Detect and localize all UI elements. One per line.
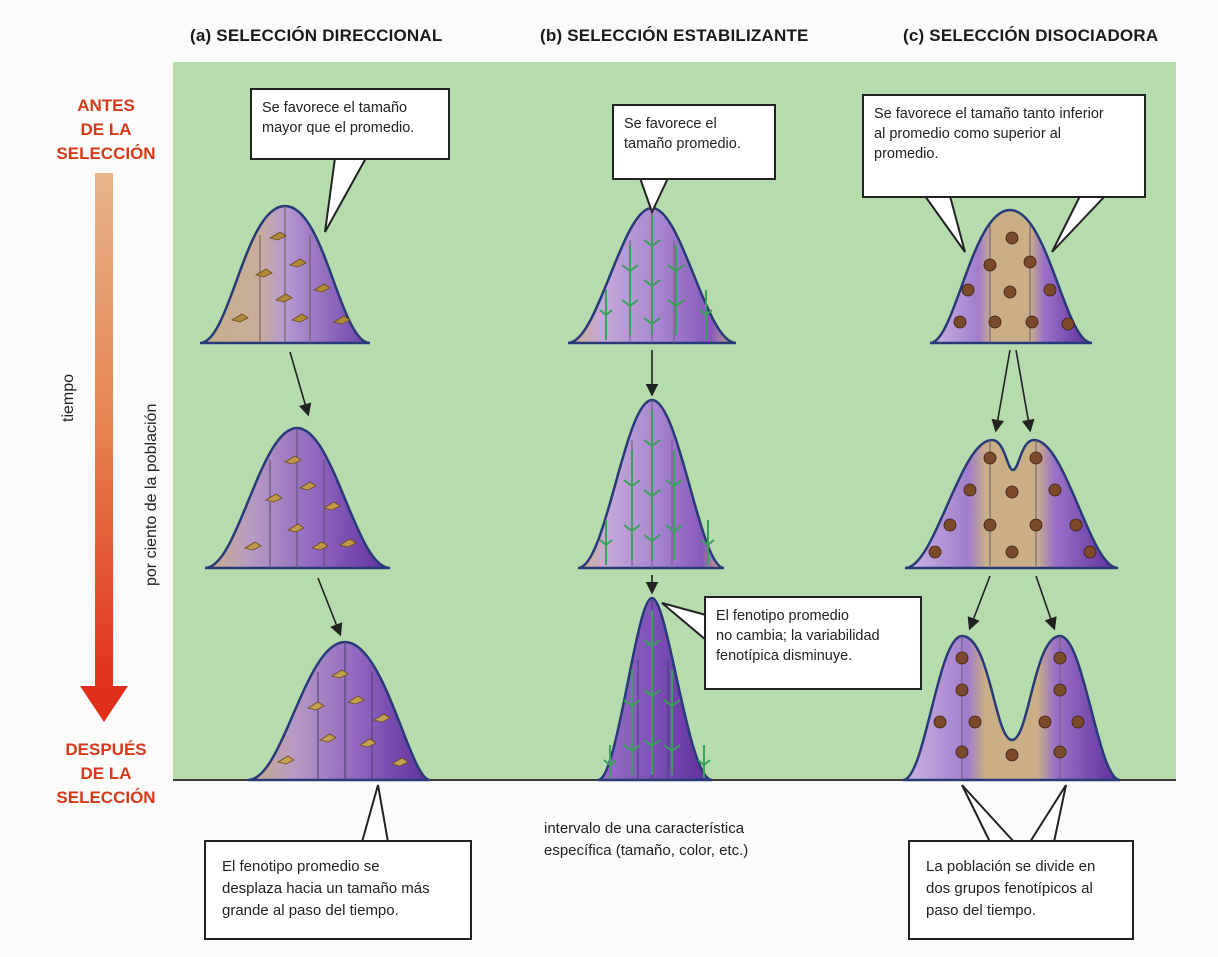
arrow-a2-a3 <box>317 577 343 637</box>
curve-a2 <box>204 426 391 570</box>
arrow-c1-c2-left <box>991 349 1011 433</box>
callout-c-top: Se favorece el tamaño tanto inferior al … <box>862 94 1146 198</box>
column-title-disruptive: (c) SELECCIÓN DISOCIADORA <box>903 26 1159 45</box>
callout-a-top-line-2: mayor que el promedio. <box>262 120 415 136</box>
caption-disruptive: La población se divide en dos grupos fen… <box>908 840 1134 940</box>
callout-b-top-line-2: tamaño promedio. <box>624 136 741 152</box>
caption-directional: El fenotipo promedio se desplaza hacia u… <box>204 840 472 940</box>
callout-a-top: Se favorece el tamaño mayor que el prome… <box>250 88 450 160</box>
after-line-2: DE LA <box>80 764 132 783</box>
caption-c-line-2: dos grupos fenotípicos al <box>926 880 1093 897</box>
curve-c2 <box>904 438 1119 570</box>
curve-a3 <box>247 640 431 782</box>
curve-c1 <box>929 208 1093 345</box>
before-selection-label: ANTES DE LA SELECCIÓN <box>50 94 162 166</box>
x-axis-label: intervalo de una característica específi… <box>544 818 784 862</box>
curve-c3 <box>902 634 1121 782</box>
callout-a-caption-pointer <box>360 784 390 843</box>
time-axis-label: tiempo <box>60 373 77 422</box>
curve-b3 <box>597 596 713 782</box>
callout-b-bottom: El fenotipo promedio no cambia; la varia… <box>704 596 922 690</box>
curve-b1 <box>567 206 737 345</box>
after-line-1: DESPUÉS <box>65 740 147 759</box>
curve-a1 <box>199 204 371 345</box>
after-selection-label: DESPUÉS DE LA SELECCIÓN <box>46 738 166 810</box>
callout-c-top-line-2: al promedio como superior al <box>874 126 1061 142</box>
caption-a-line-3: grande al paso del tiempo. <box>222 902 399 919</box>
caption-a-line-2: desplaza hacia un tamaño más <box>222 880 430 897</box>
before-line-2: DE LA <box>80 120 132 139</box>
arrow-a1-a2 <box>289 351 312 417</box>
callout-b-bottom-line-3: fenotípica disminuye. <box>716 648 853 664</box>
callout-a-top-line-1: Se favorece el tamaño <box>262 100 408 116</box>
arrow-c1-c2-right <box>1015 349 1035 433</box>
x-axis-label-line-2: específica (tamaño, color, etc.) <box>544 842 749 859</box>
callout-b-bottom-line-1: El fenotipo promedio <box>716 608 849 624</box>
caption-a-line-1: El fenotipo promedio se <box>222 858 380 875</box>
caption-c-line-1: La población se divide en <box>926 858 1096 875</box>
callout-b-bottom-line-2: no cambia; la variabilidad <box>716 628 880 644</box>
callout-c-top-line-3: promedio. <box>874 146 939 162</box>
before-line-3: SELECCIÓN <box>56 144 156 163</box>
callout-c-top-line-1: Se favorece el tamaño tanto inferior <box>874 106 1104 122</box>
before-line-1: ANTES <box>77 96 135 115</box>
caption-c-line-3: paso del tiempo. <box>926 902 1037 919</box>
column-title-stabilizing: (b) SELECCIÓN ESTABILIZANTE <box>540 26 809 45</box>
arrow-c2-c3-left <box>967 575 991 631</box>
callout-b-top: Se favorece el tamaño promedio. <box>612 104 776 180</box>
time-arrow-head <box>80 686 128 722</box>
callout-c-caption-pointer-left <box>961 784 1017 843</box>
callout-c-caption-pointer-right <box>1028 784 1067 843</box>
column-title-directional: (a) SELECCIÓN DIRECCIONAL <box>190 26 443 45</box>
y-axis-label: por ciento de la población <box>143 403 160 586</box>
arrow-c2-c3-right <box>1035 575 1057 631</box>
x-axis-label-line-1: intervalo de una característica <box>544 820 745 837</box>
curve-b2 <box>577 398 725 570</box>
callout-b-top-line-1: Se favorece el <box>624 116 717 132</box>
time-arrow-shaft <box>95 173 113 688</box>
after-line-3: SELECCIÓN <box>56 788 156 807</box>
